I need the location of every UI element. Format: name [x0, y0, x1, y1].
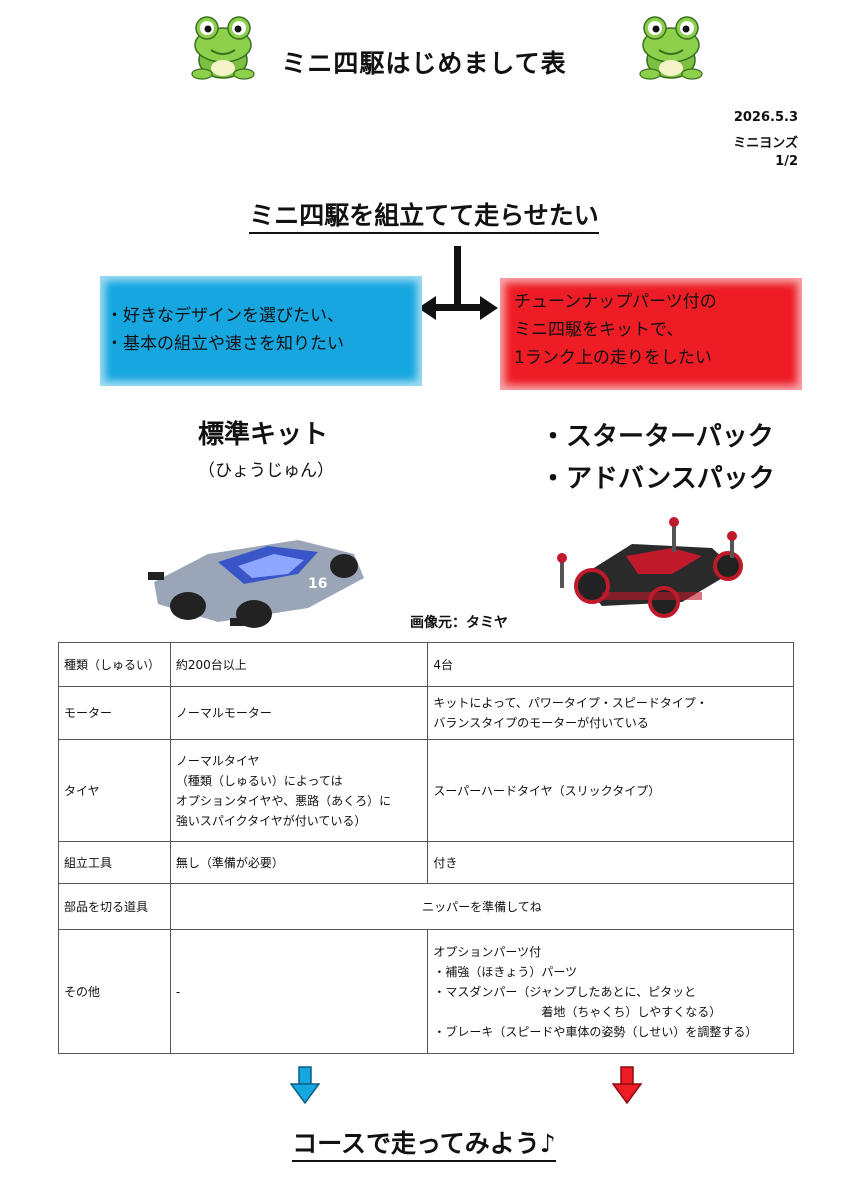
- left-box: [100, 276, 422, 386]
- table-row: タイヤ ノーマルタイヤ （種類（しゅるい）によっては オプションタイヤや、悪路（…: [58, 739, 794, 842]
- page-title: ミニ四駆はじめまして表: [281, 49, 567, 78]
- cell-line: オプションパーツ付: [433, 944, 542, 959]
- image-credit: 画像元：タミヤ: [410, 615, 508, 631]
- red-down-arrow-icon: [612, 1066, 642, 1104]
- row-label: その他: [58, 929, 171, 1054]
- row-label: 部品を切る道具: [58, 883, 171, 930]
- cell-line: 約200台以上: [175, 657, 247, 672]
- table-row: その他 - オプションパーツ付 ・補強（ほきょう）パーツ ・マスダンパー（ジャン…: [58, 929, 794, 1054]
- standard-kit-reading: （ひょうじゅん）: [198, 461, 334, 481]
- standard-cell: 無し（準備が必要）: [169, 841, 429, 884]
- footer-message: コースで走ってみよう♪: [0, 1124, 848, 1162]
- pack-cell: 4台: [427, 642, 794, 687]
- cell-line: バランスタイプのモーターが付いている: [433, 716, 649, 730]
- standard-cell: ノーマルタイヤ （種類（しゅるい）によっては オプションタイヤや、悪路（あくろ）…: [169, 739, 429, 842]
- pack-car-image: [557, 517, 743, 618]
- right-box-line: ミニ四駆をキットで、: [514, 320, 684, 340]
- standard-kit-title: 標準キット: [198, 420, 329, 450]
- cell-line: オプションタイヤや、悪路（あくろ）に: [175, 793, 392, 808]
- cell-line: スーパーハードタイヤ（スリックタイプ）: [433, 783, 661, 798]
- svg-text:16: 16: [308, 576, 327, 592]
- cell-line: 4台: [433, 657, 454, 672]
- cell-line: ・補強（ほきょう）パーツ: [433, 964, 578, 979]
- standard-kit-car-image: 16: [148, 540, 364, 628]
- cell-line: 付き: [433, 855, 458, 870]
- cell-line: 着地（ちゃくち）しやすくなる）: [541, 1004, 722, 1019]
- pack-cell: オプションパーツ付 ・補強（ほきょう）パーツ ・マスダンパー（ジャンプしたあとに…: [427, 929, 794, 1054]
- blue-down-arrow-icon: [290, 1066, 320, 1104]
- page-number: 1/2: [775, 154, 798, 169]
- table-row: モーター ノーマルモーター キットによって、パワータイプ・スピードタイプ・ バラ…: [58, 686, 794, 740]
- pack-cell: 付き: [427, 841, 794, 884]
- team-name: ミニヨンズ: [733, 136, 798, 151]
- cell-line: ・マスダンパー（ジャンプしたあとに、ピタッと: [433, 984, 697, 999]
- left-box-line: ・基本の組立や速さを知りたい: [106, 334, 344, 354]
- cell-line: （種類（しゅるい）によっては: [175, 773, 343, 788]
- table-row: 部品を切る道具 ニッパーを準備してね: [58, 883, 795, 930]
- cell-line: キットによって、パワータイプ・スピードタイプ・: [433, 696, 708, 710]
- starter-pack-label: ・スターターパック: [540, 422, 774, 452]
- subtitle-text: ミニ四駆を組立てて走らせたい: [249, 201, 599, 234]
- cell-line: 無し（準備が必要）: [175, 855, 284, 870]
- cell-line: 強いスパイクタイヤが付いている）: [175, 813, 367, 828]
- cell-line: -: [175, 984, 181, 999]
- row-label: 種類（しゅるい）: [58, 642, 171, 687]
- table-row: 種類（しゅるい） 約200台以上 4台: [58, 642, 794, 687]
- subtitle: ミニ四駆を組立てて走らせたい: [0, 196, 848, 234]
- left-box-text: ・好きなデザインを選びたい、 ・基本の組立や速さを知りたい: [106, 302, 344, 358]
- pack-cell: スーパーハードタイヤ（スリックタイプ）: [427, 739, 794, 842]
- right-box-line: 1ランク上の走りをしたい: [514, 348, 712, 368]
- right-box-text: チューンナップパーツ付の ミニ四駆をキットで、 1ランク上の走りをしたい: [514, 288, 717, 372]
- left-box-line: ・好きなデザインを選びたい、: [106, 306, 344, 326]
- comparison-table: 種類（しゅるい） 約200台以上 4台 モーター ノーマルモーター キットによっ…: [58, 642, 795, 1054]
- footer-text: コースで走ってみよう♪: [292, 1129, 556, 1162]
- cell-line: ・ブレーキ（スピードや車体の姿勢（しせい）を調整する）: [433, 1024, 758, 1039]
- table-row: 組立工具 無し（準備が必要） 付き: [58, 841, 794, 884]
- standard-cell: 約200台以上: [169, 642, 429, 687]
- row-label: 組立工具: [58, 841, 171, 884]
- advance-pack-label: ・アドバンスパック: [540, 464, 775, 494]
- pack-cell: キットによって、パワータイプ・スピードタイプ・ バランスタイプのモーターが付いて…: [427, 686, 794, 740]
- cell-line: ノーマルモーター: [175, 706, 272, 720]
- right-box: [500, 278, 802, 390]
- frog-icon: [191, 16, 255, 80]
- merged-cell: ニッパーを準備してね: [169, 883, 795, 930]
- row-label: モーター: [58, 686, 171, 740]
- frog-icon: [639, 16, 703, 80]
- right-box-line: チューンナップパーツ付の: [514, 292, 717, 312]
- date: 2026.5.3: [733, 110, 798, 125]
- cell-line: ノーマルタイヤ: [175, 753, 260, 768]
- row-label: タイヤ: [58, 739, 171, 842]
- branch-arrow-icon: [418, 246, 498, 320]
- standard-cell: ノーマルモーター: [169, 686, 429, 740]
- standard-cell: -: [169, 929, 429, 1054]
